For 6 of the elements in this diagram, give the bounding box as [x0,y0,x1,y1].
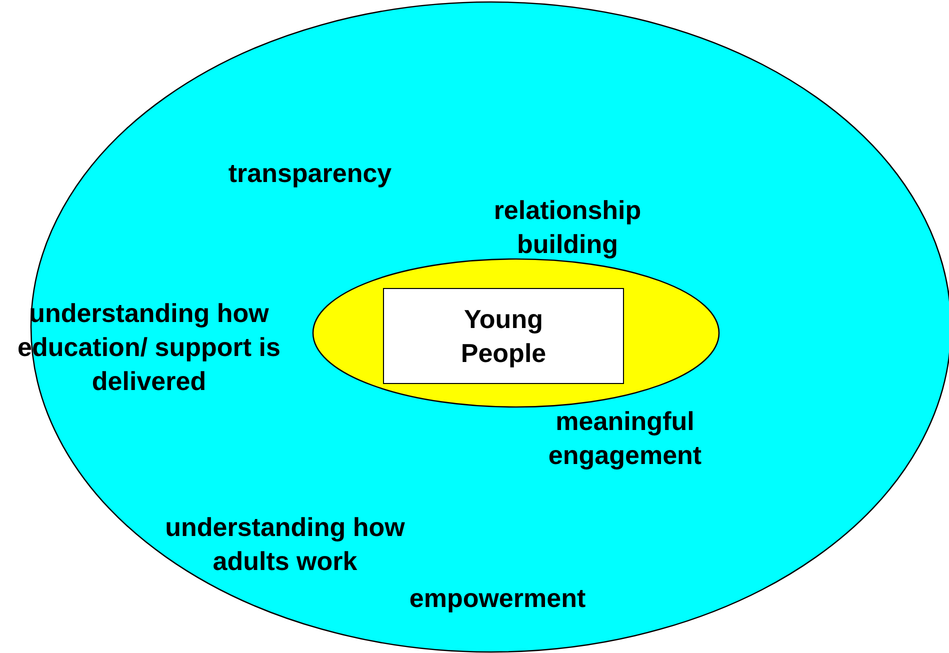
concept-label: understanding how adults work [164,511,406,578]
node-label: Young People [460,303,548,370]
concept-label: empowerment [408,582,587,615]
concept-label: relationship building [492,194,642,261]
concept-label: transparency [227,157,393,190]
concept-label: meaningful engagement [547,405,703,472]
